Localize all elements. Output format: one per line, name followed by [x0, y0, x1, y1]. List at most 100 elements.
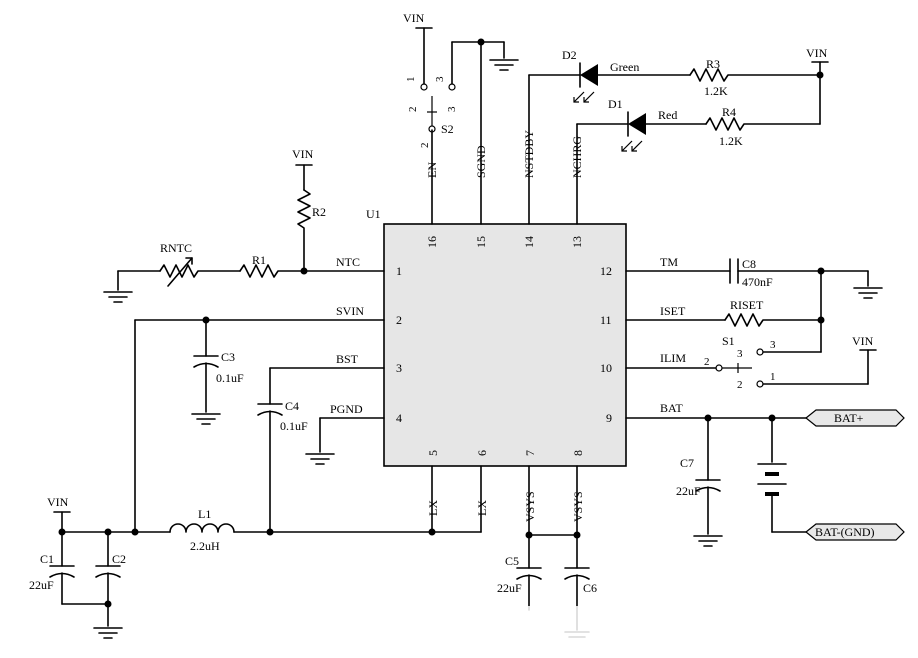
r4-label: R4	[722, 105, 736, 119]
ground-symbol-c7	[693, 535, 723, 547]
c1-value: 22uF	[29, 578, 54, 592]
net-tag-bat-minus-text: BAT-(GND)	[815, 525, 875, 539]
switch-s2	[427, 96, 437, 133]
pin-name-nchrg: NCHRG	[570, 136, 584, 178]
net-tag-bat-minus	[805, 523, 905, 541]
r2-resistor	[297, 189, 311, 272]
pin-num-4: 4	[396, 411, 402, 425]
ground-symbol-tm	[853, 287, 883, 299]
pin-name-nstdby: NSTDBY	[522, 130, 536, 178]
s2-pin-3: 3	[434, 76, 446, 82]
l1-value: 2.2uH	[190, 539, 220, 553]
pin-name-tm: TM	[660, 255, 678, 269]
rntc-thermistor	[159, 264, 241, 278]
vin-label-r2: VIN	[292, 147, 314, 161]
pin-name-iset: ISET	[660, 304, 686, 318]
c3-value: 0.1uF	[216, 371, 244, 385]
pin-num-8: 8	[571, 450, 585, 456]
ground-symbol-sgnd	[489, 59, 519, 71]
pin-name-vsys-7: VSYS	[523, 491, 537, 522]
l1-label: L1	[198, 507, 211, 521]
pin-num-3: 3	[396, 361, 402, 375]
s1-pin-1: 1	[770, 371, 776, 383]
c4-label: C4	[285, 399, 299, 413]
c4-value: 0.1uF	[280, 419, 308, 433]
pin-num-11: 11	[600, 313, 612, 327]
pin-name-sgnd: SGND	[474, 145, 488, 178]
s2-mid-pin-3: 3	[446, 106, 458, 112]
battery-symbol	[757, 463, 787, 496]
s1-label: S1	[722, 334, 735, 348]
r3-resistor	[689, 68, 821, 82]
s2-mid-pin-2: 2	[407, 107, 419, 113]
c7-label: C7	[680, 456, 694, 470]
ground-symbol-rntc	[103, 291, 133, 303]
vin-label-s1: VIN	[852, 334, 874, 348]
riset-resistor	[724, 313, 822, 327]
bottom-watermark-fade	[510, 606, 670, 658]
pin-num-14: 14	[522, 236, 536, 248]
d2-color: Green	[610, 60, 639, 74]
capacitor-c8	[729, 258, 739, 284]
vin-label-s2: VIN	[403, 11, 425, 25]
led-d2	[573, 62, 598, 103]
c8-value: 470nF	[742, 275, 773, 289]
s2-label: S2	[441, 122, 454, 136]
net-tag-bat-plus	[805, 409, 905, 427]
pin-name-lx-5: LX	[426, 500, 440, 516]
s1-pin-3-top: 3	[737, 348, 743, 360]
pin-name-svin: SVIN	[336, 304, 364, 318]
ic-u1-body	[383, 223, 627, 467]
pin-num-7: 7	[523, 450, 537, 456]
riset-label: RISET	[730, 298, 764, 312]
vin-label-input: VIN	[47, 495, 69, 509]
pin-num-9: 9	[606, 411, 612, 425]
vin-label-leds: VIN	[806, 46, 828, 60]
c5-value: 22uF	[497, 581, 522, 595]
pin-name-bst: BST	[336, 352, 359, 366]
c8-label: C8	[742, 257, 756, 271]
pin-num-16: 16	[425, 236, 439, 248]
pin-num-2: 2	[396, 313, 402, 327]
s1-pin-3-right: 3	[770, 339, 776, 351]
rntc-label: RNTC	[160, 241, 192, 255]
pin-num-5: 5	[426, 450, 440, 456]
c2-label: C2	[112, 552, 126, 566]
c1-label: C1	[40, 552, 54, 566]
ground-symbol-pgnd	[305, 453, 335, 465]
d1-label: D1	[608, 97, 623, 111]
r2-label: R2	[312, 205, 326, 219]
ground-symbol-c1-c2	[93, 627, 123, 639]
r4-resistor	[705, 117, 821, 131]
c7-value: 22uF	[676, 484, 701, 498]
d1-color: Red	[658, 108, 677, 122]
pin-num-13: 13	[570, 236, 584, 248]
r1-label: R1	[252, 253, 266, 267]
pin-num-10: 10	[600, 361, 612, 375]
d2-label: D2	[562, 48, 577, 62]
pin-num-15: 15	[474, 236, 488, 248]
pin-name-lx-6: LX	[475, 500, 489, 516]
ground-symbol-c3	[191, 413, 221, 425]
net-tag-bat-plus-text: BAT+	[834, 411, 864, 425]
inductor-l1	[169, 523, 235, 533]
r3-value: 1.2K	[704, 84, 728, 98]
r3-label: R3	[706, 57, 720, 71]
s2-pin-1: 1	[405, 77, 417, 83]
pin-num-1: 1	[396, 264, 402, 278]
ic-ref-label: U1	[366, 207, 381, 221]
pin-name-ntc: NTC	[336, 255, 360, 269]
pin-name-vsys-8: VSYS	[571, 491, 585, 522]
r4-value: 1.2K	[719, 134, 743, 148]
s1-pin-2-left: 2	[704, 356, 710, 368]
pin-num-6: 6	[475, 450, 489, 456]
switch-s1	[722, 363, 752, 373]
pin-num-12: 12	[600, 264, 612, 278]
s1-pin-2-bottom: 2	[737, 379, 743, 391]
c6-label: C6	[583, 581, 597, 595]
led-d1	[621, 111, 646, 152]
pin-name-ilim: ILIM	[660, 351, 686, 365]
s2-terminal-3	[448, 83, 456, 91]
s2-low-pin-2: 2	[419, 143, 431, 149]
